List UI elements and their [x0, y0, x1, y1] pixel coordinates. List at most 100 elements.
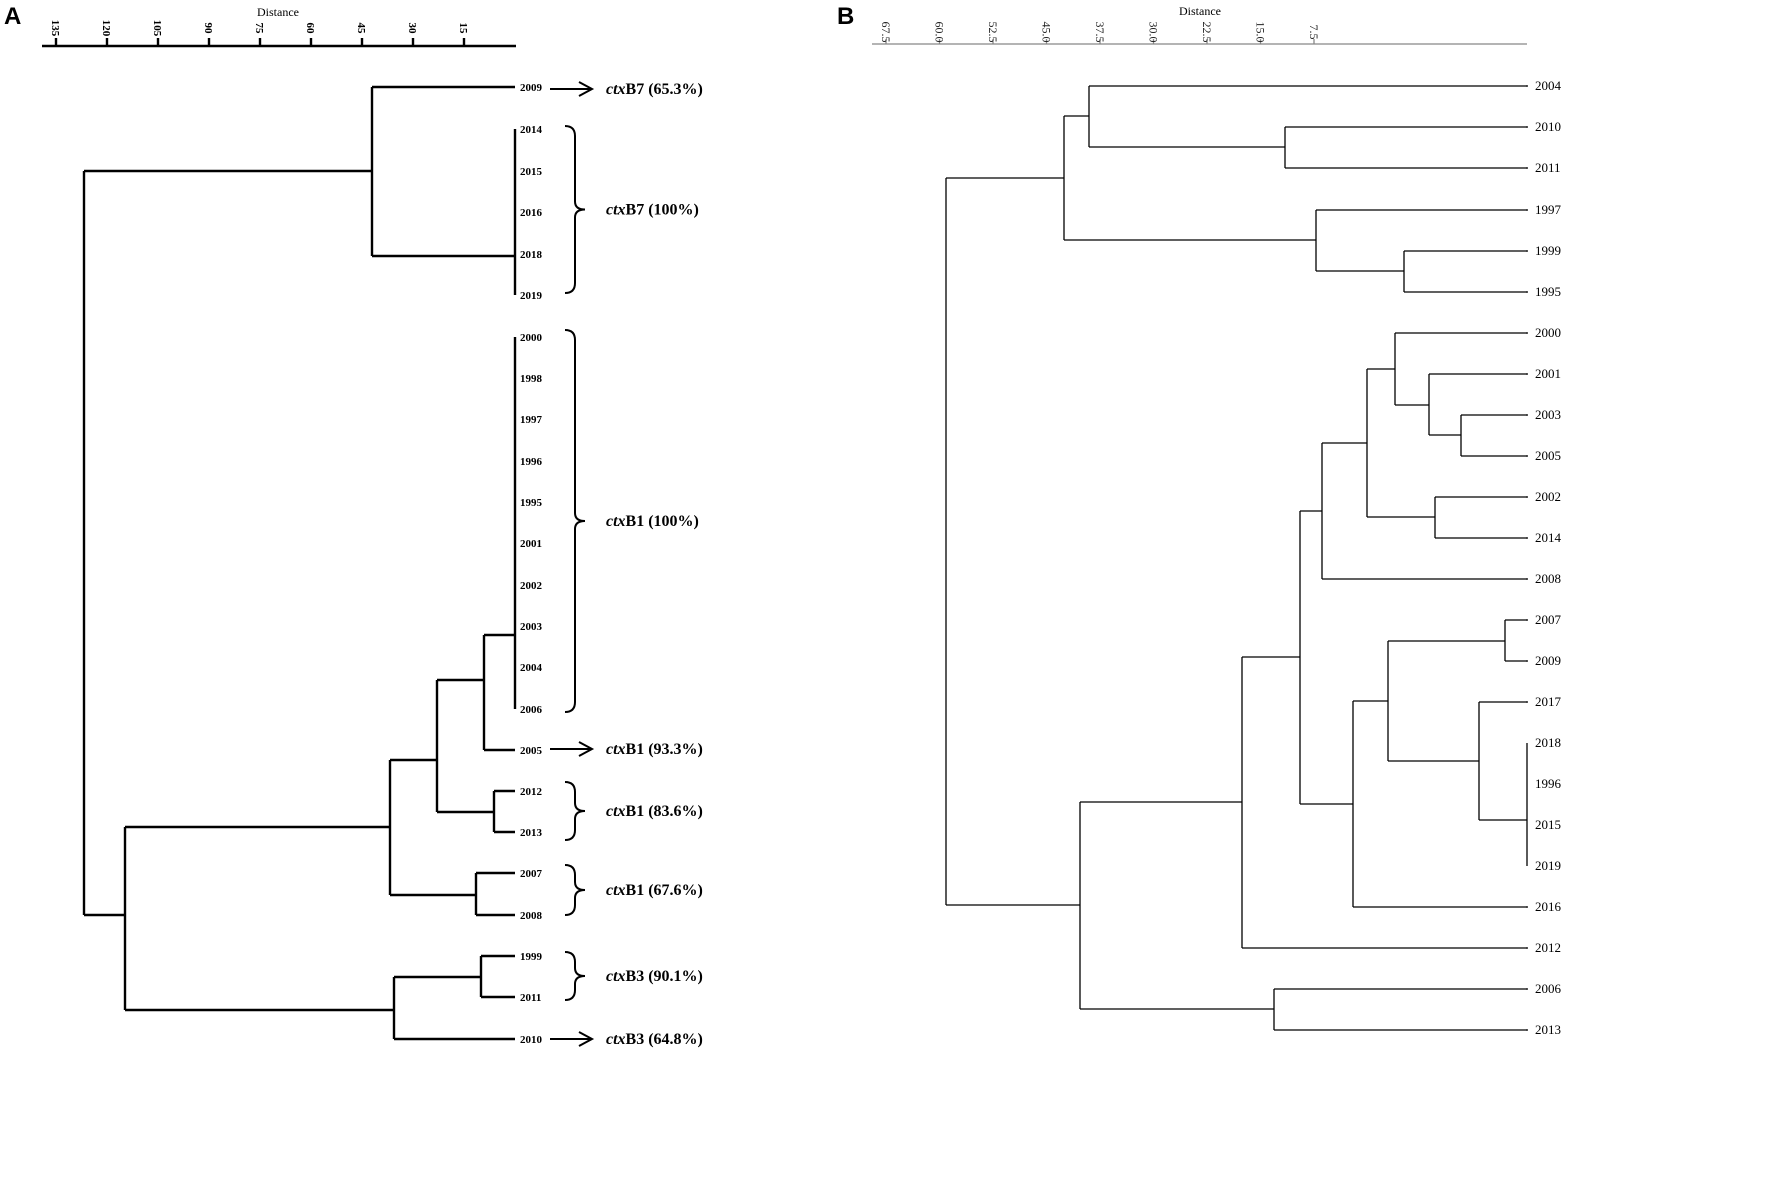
panel-b-leaf-label: 2002 [1535, 489, 1561, 504]
panel-a-leaf-label: 2016 [520, 207, 543, 219]
panel-a-leaf-labels: 2009 2014 2015 2016 2018 2019 2000 1998 1997 1996… [520, 82, 543, 1046]
panel-b-leaf-label: 2003 [1535, 407, 1561, 422]
panel-a-tick-label: 90 [202, 23, 214, 35]
panel-a-leaf-label: 1995 [520, 497, 543, 509]
panel-a-leaf-label: 1997 [520, 414, 543, 426]
panel-a-brace [564, 951, 586, 1001]
annotation-variant: B7 (65.3%) [626, 81, 703, 98]
annotation-variant: B1 (100%) [626, 513, 699, 530]
panel-a-leaf-label: 1996 [520, 456, 543, 468]
panel-a-leaf-label: 2002 [520, 580, 543, 592]
annotation-variant: B1 (67.6%) [626, 882, 703, 899]
panel-b-leaf-label: 2014 [1535, 530, 1562, 545]
annotation-gene: ctx [606, 882, 626, 899]
panel-b-leaf-label: 2007 [1535, 612, 1562, 627]
panel-b-axis-title: Distance [1179, 4, 1221, 18]
panel-a-leaf-label: 2018 [520, 249, 543, 261]
panel-a-arrow-head [578, 1031, 595, 1047]
panel-b-leaf-label: 2013 [1535, 1022, 1561, 1037]
panel-b-leaf-label: 2017 [1535, 694, 1562, 709]
panel-b-tick-label: 67.5 [879, 22, 893, 43]
panel-a-leaf-label: 2011 [520, 992, 541, 1004]
panel-a-leaf-label: 2014 [520, 124, 543, 136]
panel-a-brace [564, 781, 586, 841]
panel-a-tree [82, 85, 517, 1041]
panel-b-leaf-label: 2016 [1535, 899, 1562, 914]
panel-a-leaf-label: 2010 [520, 1034, 543, 1046]
panel-b-tick-label: 52.5 [986, 22, 1000, 43]
panel-a-tick-label: 30 [406, 23, 418, 35]
panel-a-tick-label: 120 [100, 20, 112, 37]
panel-a-tick-label: 60 [304, 23, 316, 35]
panel-a-axis-title: Distance [257, 5, 299, 19]
panel-b-leaf-label: 2012 [1535, 940, 1561, 955]
panel-a-leaf-label: 2012 [520, 786, 543, 798]
annotation-gene: ctx [606, 968, 626, 985]
panel-b-label: B [837, 3, 854, 30]
panel-a-annotation-label: ctxB1 (93.3%) [606, 741, 703, 758]
panel-a-leaf-label: 1998 [520, 373, 543, 385]
panel-b-tick-label: 15.0 [1254, 22, 1268, 43]
panel-a-arrow-head [578, 81, 595, 97]
panel-b-tick-label: 22.5 [1200, 22, 1214, 43]
panel-b-leaf-label: 2018 [1535, 735, 1561, 750]
panel-b-leaf-label: 2015 [1535, 817, 1561, 832]
annotation-variant: B3 (90.1%) [626, 968, 703, 985]
panel-b-leaf-label: 2004 [1535, 78, 1562, 93]
panel-b-leaf-labels: 2004201020111997199919952000200120032005… [1535, 78, 1562, 1037]
panel-b-leaf-label: 1996 [1535, 776, 1562, 791]
annotation-variant: B1 (93.3%) [626, 741, 703, 758]
panel-b-leaf-label: 2009 [1535, 653, 1561, 668]
panel-b-leaf-label: 2019 [1535, 858, 1561, 873]
panel-b-tick-label: 7.5 [1307, 25, 1321, 40]
panel-a-brace [564, 329, 586, 713]
panel-b-tree [945, 85, 1528, 1031]
annotation-gene: ctx [606, 1031, 626, 1048]
panel-a-tick-label: 105 [151, 20, 163, 37]
panel-b-tick-label: 37.5 [1093, 22, 1107, 43]
panel-a-leaf-label: 2009 [520, 82, 543, 94]
panel-a-leaf-label: 2019 [520, 290, 543, 302]
panel-a-leaf-label: 2003 [520, 621, 543, 633]
annotation-gene: ctx [606, 741, 626, 758]
panel-a-annotation-label: ctxB7 (65.3%) [606, 81, 703, 98]
panel-a-leaf-label: 2013 [520, 827, 543, 839]
panel-a-arrow-head [578, 741, 595, 757]
panel-a-leaf-label: 2015 [520, 166, 543, 178]
panel-a-annotation-label: ctxB3 (90.1%) [606, 968, 703, 985]
annotation-gene: ctx [606, 81, 626, 98]
annotation-gene: ctx [606, 803, 626, 820]
panel-a-tick-label: 75 [253, 23, 265, 35]
panel-b-leaf-label: 2001 [1535, 366, 1561, 381]
panel-b-leaf-label: 2011 [1535, 160, 1561, 175]
panel-a-leaf-label: 2006 [520, 704, 543, 716]
panel-b-leaf-label: 1997 [1535, 202, 1562, 217]
panel-a-annotation-label: ctxB3 (64.8%) [606, 1031, 703, 1048]
panel-b-leaf-label: 2008 [1535, 571, 1561, 586]
panel-a-leaf-label: 2000 [520, 332, 543, 344]
panel-a-leaf-label: 2007 [520, 868, 543, 880]
panel-a-annotation-label: ctxB7 (100%) [606, 202, 699, 219]
panel-a-leaf-label: 1999 [520, 951, 543, 963]
panel-b-tick-label: 60.0 [933, 22, 947, 43]
panel-a-annotation-label: ctxB1 (100%) [606, 513, 699, 530]
panel-b-leaf-label: 2000 [1535, 325, 1561, 340]
annotation-variant: B1 (83.6%) [626, 803, 703, 820]
annotation-gene: ctx [606, 513, 626, 530]
panel-a-label: A [4, 3, 21, 30]
panel-a-leaf-label: 2005 [520, 745, 543, 757]
panel-a-brace [564, 125, 586, 294]
panel-a-tick-label: 45 [355, 23, 367, 35]
panel-a-annotation-label: ctxB1 (67.6%) [606, 882, 703, 899]
annotation-variant: B3 (64.8%) [626, 1031, 703, 1048]
panel-a-tick-label: 15 [457, 23, 469, 35]
panel-b-leaf-label: 1999 [1535, 243, 1561, 258]
panel-a-leaf-label: 2001 [520, 538, 542, 550]
panel-b-leaf-label: 1995 [1535, 284, 1561, 299]
annotation-variant: B7 (100%) [626, 202, 699, 219]
